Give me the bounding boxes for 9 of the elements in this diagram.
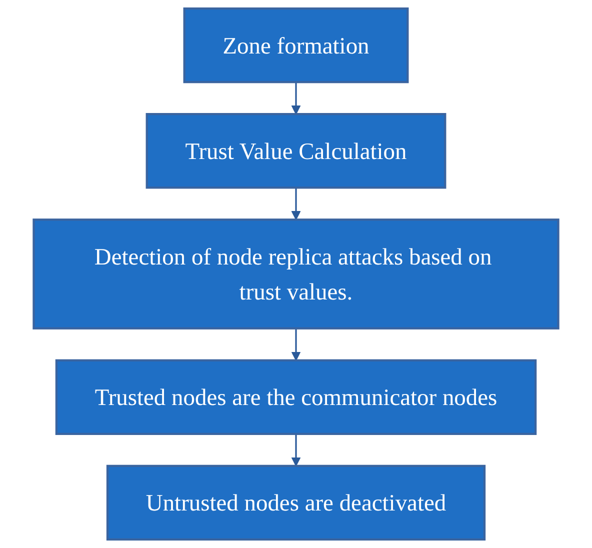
node-box: Untrusted nodes are deactivated [106,464,486,541]
node-box: Detection of node replica attacks based on trust values. [32,218,560,330]
node-box: Zone formation [183,7,409,84]
arrow [291,328,301,361]
node-box: Trust Value Calculation [146,113,446,189]
arrow [291,82,301,114]
arrow [291,188,301,220]
arrow [291,434,301,466]
node-box: Trusted nodes are the communicator nodes [55,359,537,435]
